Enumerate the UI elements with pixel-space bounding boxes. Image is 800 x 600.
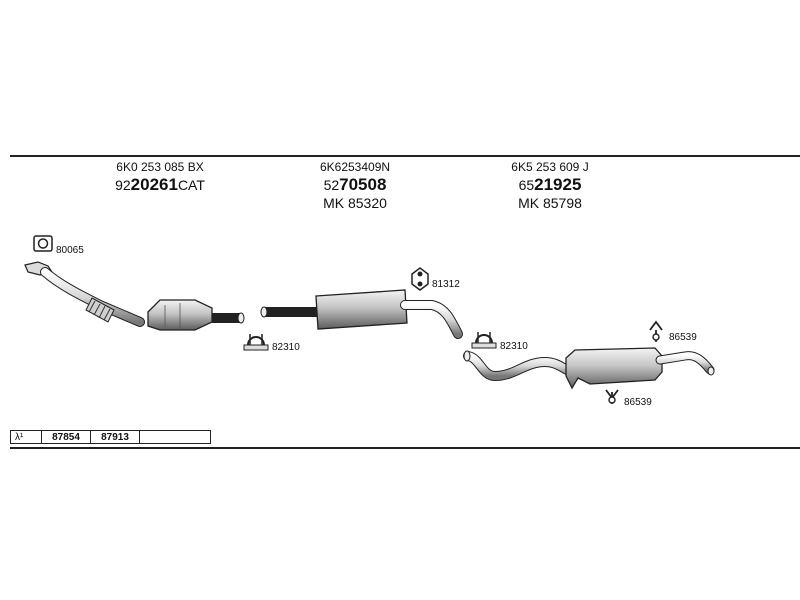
callout-hanger-bottom: 86539: [624, 397, 652, 408]
part-number: 5270508: [275, 176, 435, 194]
clamp-icon[interactable]: [471, 332, 497, 349]
oem-number: 6K5 253 609 J: [511, 160, 589, 174]
front-pipe-catalyst[interactable]: [24, 261, 245, 331]
flex-bellows: [85, 297, 115, 323]
part-header-catalyst: 6K0 253 085 BX 9220261CAT: [80, 161, 240, 194]
part-header-middle: 6K6253409N 5270508 MK 85320: [275, 161, 435, 210]
gasket-icon[interactable]: [33, 235, 53, 252]
mk-number: MK 85320: [323, 195, 387, 211]
part-number-main: 70508: [339, 175, 387, 194]
code-row: λ¹ 87854 87913: [10, 430, 211, 444]
callout-hanger-top: 86539: [669, 332, 697, 343]
diagram-frame: [10, 155, 800, 449]
part-number-prefix: 92: [115, 177, 131, 193]
part-number-main: 20261: [130, 175, 178, 194]
clamp-icon[interactable]: [243, 334, 269, 351]
oem-number: 6K6253409N: [319, 160, 391, 174]
part-number: 6521925: [470, 176, 630, 194]
part-number: 9220261CAT: [80, 176, 240, 194]
callout-clamp-front: 82310: [272, 342, 300, 353]
code-cell: 87913: [90, 430, 140, 444]
empty-cell: [139, 430, 211, 444]
part-number-suffix: CAT: [177, 177, 205, 193]
rear-silencer-body: [565, 347, 663, 390]
part-header-rear: 6K5 253 609 J 6521925 MK 85798: [470, 161, 630, 210]
hanger-icon[interactable]: [649, 320, 663, 342]
code-table: λ¹ 87854 87913: [10, 430, 211, 444]
rear-silencer[interactable]: [463, 347, 715, 390]
code-cell: 87854: [41, 430, 91, 444]
mk-number: MK 85798: [518, 195, 582, 211]
part-number-prefix: 52: [323, 177, 340, 193]
middle-silencer[interactable]: [260, 289, 463, 339]
rubber-mount-icon[interactable]: [411, 267, 429, 291]
lambda-cell: λ¹: [10, 430, 42, 444]
callout-gasket: 80065: [56, 245, 84, 256]
part-number-main: 21925: [534, 175, 582, 194]
callout-bracket-middle: 81312: [432, 279, 460, 290]
part-number-prefix: 65: [518, 177, 535, 193]
callout-clamp-rear: 82310: [500, 341, 528, 352]
middle-silencer-body: [315, 289, 408, 330]
hanger-icon[interactable]: [605, 389, 619, 404]
oem-number: 6K0 253 085 BX: [116, 160, 204, 174]
